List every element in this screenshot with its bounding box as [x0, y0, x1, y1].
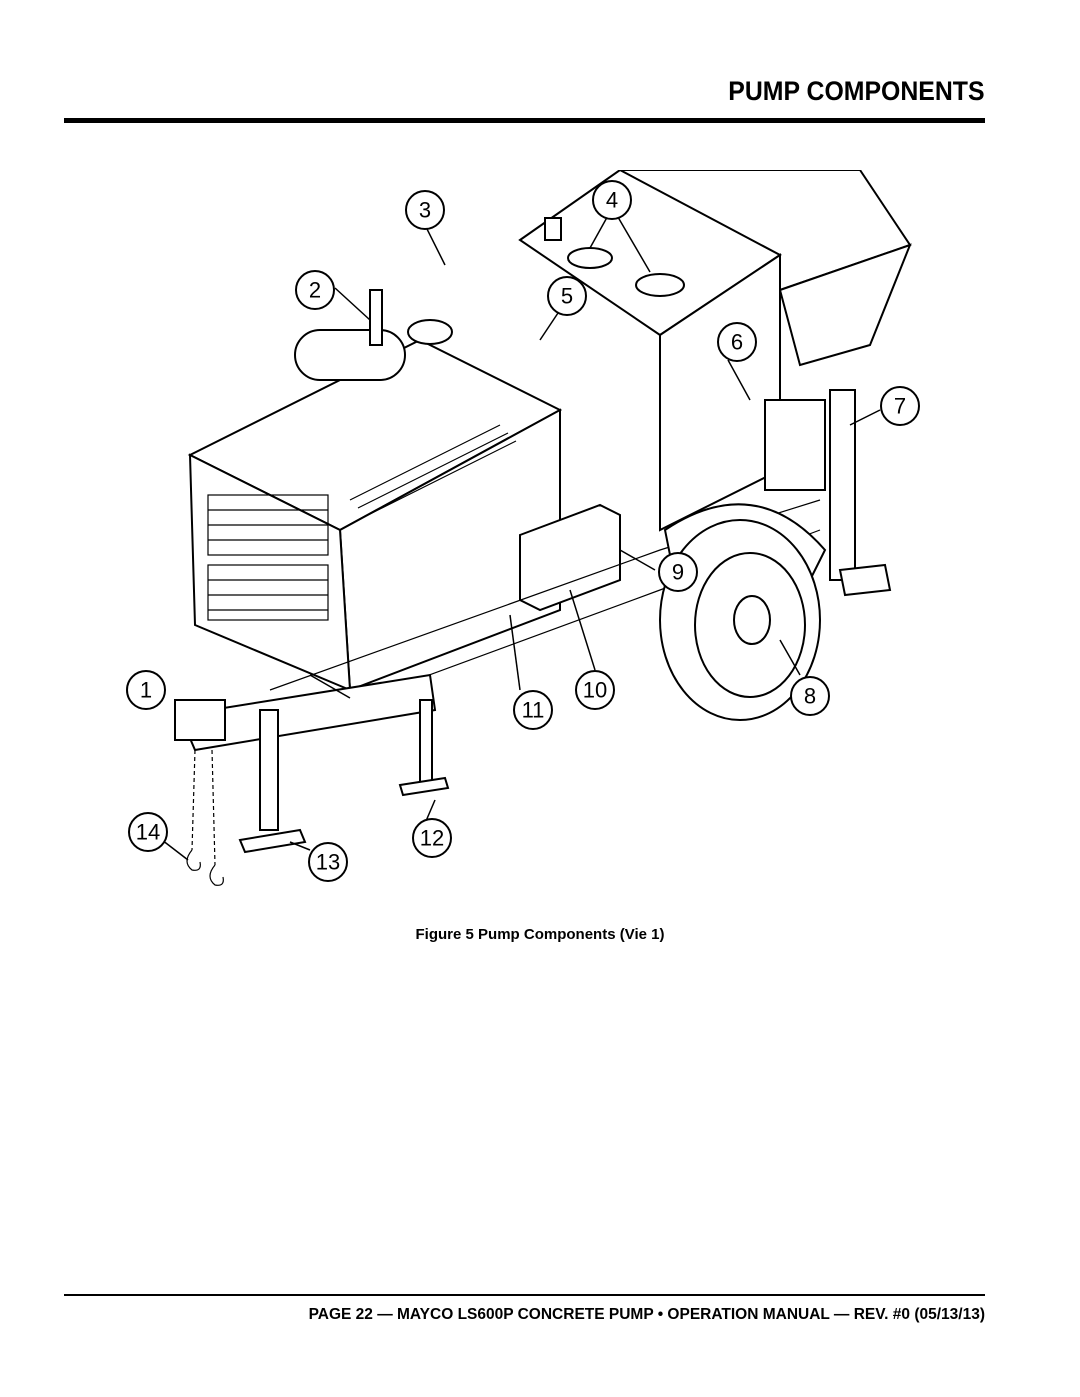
control-panel — [764, 399, 826, 491]
rear-stabilizer — [419, 699, 433, 786]
leader-2 — [334, 287, 371, 321]
callout-6: 6 — [717, 322, 757, 362]
leader-6 — [727, 359, 751, 401]
callout-7: 7 — [880, 386, 920, 426]
leader-11 — [509, 614, 521, 691]
svg-text:4: 4 — [606, 188, 618, 213]
svg-text:1: 1 — [140, 678, 152, 703]
svg-text:6: 6 — [731, 330, 743, 355]
jack-foot — [238, 828, 307, 854]
exhaust-pipe — [369, 289, 383, 346]
leader-5 — [539, 309, 561, 341]
callout-8: 8 — [790, 676, 830, 716]
leader-4b — [614, 211, 651, 273]
safety-chains — [186, 749, 224, 886]
leader-8 — [779, 639, 801, 676]
leader-13 — [289, 841, 311, 851]
page-header: PUMP COMPONENTS — [64, 74, 985, 123]
callout-9: 9 — [658, 552, 698, 592]
cylinder-support — [829, 389, 856, 581]
leader-10 — [569, 589, 596, 671]
svg-text:8: 8 — [804, 684, 816, 709]
jack-stand — [259, 709, 279, 831]
svg-text:13: 13 — [316, 850, 340, 875]
callout-1: 1 — [126, 670, 166, 710]
callout-2: 2 — [295, 270, 335, 310]
callout-5: 5 — [547, 276, 587, 316]
svg-text:2: 2 — [309, 278, 321, 303]
svg-text:10: 10 — [583, 678, 607, 703]
radiator-grille — [207, 494, 329, 621]
stabilizer-foot — [398, 776, 450, 797]
leader-14 — [161, 839, 189, 861]
svg-text:12: 12 — [420, 826, 444, 851]
caption-text: Pump Components (Vie 1) — [478, 926, 665, 943]
callout-11: 11 — [513, 690, 553, 730]
leader-7 — [849, 409, 881, 426]
page-title: PUMP COMPONENTS — [728, 76, 985, 106]
figure-caption: Figure 5 Pump Components (Vie 1) — [0, 926, 1080, 943]
svg-text:11: 11 — [522, 698, 545, 723]
page-footer: PAGE 22 — MAYCO LS600P CONCRETE PUMP • O… — [64, 1294, 985, 1323]
air-cleaner — [407, 319, 453, 345]
callout-13: 13 — [308, 842, 348, 882]
footer-text: PAGE 22 — MAYCO LS600P CONCRETE PUMP • O… — [308, 1306, 985, 1323]
fill-cap-2 — [635, 273, 685, 297]
leader-3 — [424, 224, 446, 266]
caption-number: Figure 5 — [415, 926, 474, 943]
wheel-hub — [733, 595, 771, 645]
callout-3: 3 — [405, 190, 445, 230]
hopper-chute — [778, 243, 912, 367]
coupler — [174, 699, 226, 741]
callout-12: 12 — [412, 818, 452, 858]
callout-4: 4 — [592, 180, 632, 220]
vent-slots — [349, 424, 517, 517]
svg-text:5: 5 — [561, 284, 573, 309]
fill-cap-1 — [567, 247, 613, 269]
leader-9 — [619, 549, 656, 571]
rear-stand — [838, 563, 892, 597]
gauge — [544, 217, 562, 241]
svg-text:3: 3 — [419, 198, 431, 223]
leader-1 — [309, 674, 351, 699]
pump-components-illustration: 1 2 3 4 5 6 7 8 9 10 11 12 13 14 — [100, 170, 960, 910]
svg-text:9: 9 — [672, 560, 684, 585]
muffler — [294, 329, 406, 381]
pump-line-drawing: 1 2 3 4 5 6 7 8 9 10 11 12 13 14 — [126, 170, 920, 886]
callout-14: 14 — [128, 812, 168, 852]
callout-10: 10 — [575, 670, 615, 710]
svg-text:7: 7 — [894, 394, 906, 419]
svg-text:14: 14 — [136, 820, 160, 845]
